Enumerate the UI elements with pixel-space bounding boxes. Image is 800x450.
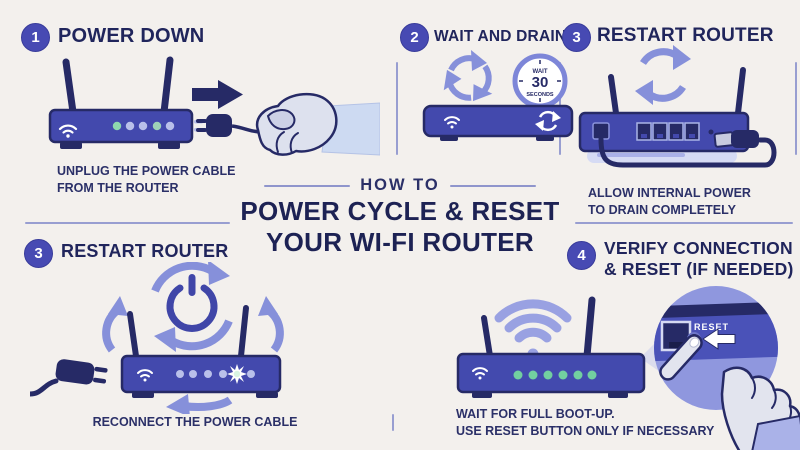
ethernet-ports <box>636 122 700 141</box>
arrow-right-icon <box>192 80 243 109</box>
step-3-top-caption: ALLOW INTERNAL POWER TO DRAIN COMPLETELY <box>588 186 751 217</box>
status-leds <box>112 121 175 131</box>
status-leds <box>513 370 597 380</box>
wifi-signal-icon <box>494 299 572 360</box>
hand-pulling-plug <box>255 92 380 156</box>
status-leds <box>176 364 255 384</box>
step-3-top-badge: 3 <box>562 23 591 52</box>
step-2-badge: 2 <box>400 23 429 52</box>
step-3-bottom-illustration <box>30 262 284 414</box>
wifi-icon <box>472 367 488 380</box>
step-3-bottom-title: RESTART ROUTER <box>61 241 229 261</box>
router-front-icon <box>120 305 282 398</box>
step-3-top-illustration <box>578 45 777 168</box>
power-plug-icon <box>196 114 263 137</box>
curved-arrow-bottom-icon <box>166 394 233 414</box>
hand-pressing-reset <box>659 334 800 450</box>
poster-title-block: HOW TO POWER CYCLE & RESET YOUR WI-FI RO… <box>240 176 560 256</box>
divider-bottom-captions-vertical <box>392 414 394 431</box>
power-cable-and-plug <box>598 130 777 168</box>
step-2-illustration: WAIT 30 SECONDS <box>422 50 574 141</box>
svg-text:WAIT: WAIT <box>533 69 548 75</box>
divider-left-horizontal <box>25 222 230 224</box>
svg-text:SECONDS: SECONDS <box>526 92 554 98</box>
step-1-badge: 1 <box>21 23 50 52</box>
kicker-line-left <box>264 184 351 187</box>
power-plug-icon <box>30 359 108 397</box>
step-4-title: VERIFY CONNECTION & RESET (IF NEEDED) <box>604 238 794 279</box>
glowing-led <box>227 364 247 384</box>
divider-top-left-vertical <box>396 62 398 155</box>
step-2-title: WAIT AND DRAIN <box>434 28 567 45</box>
divider-right-horizontal <box>575 222 793 224</box>
wait-30-seconds-timer-icon: WAIT 30 SECONDS <box>512 53 568 109</box>
sleeve-cuff <box>751 414 800 450</box>
poster-title-line2: YOUR WI-FI ROUTER <box>266 226 534 257</box>
step-3-top-title: RESTART ROUTER <box>597 25 774 46</box>
power-restart-emblem-icon <box>151 262 233 352</box>
step-4-caption: WAIT FOR FULL BOOT-UP. USE RESET BUTTON … <box>456 407 715 438</box>
recycle-arrows-icon <box>443 50 493 102</box>
poster-kicker: HOW TO <box>360 176 440 194</box>
refresh-icon <box>535 110 561 132</box>
step-4-illustration: RESET <box>456 286 800 450</box>
step-1-title: POWER DOWN <box>58 25 205 47</box>
arrow-left-icon <box>702 328 736 350</box>
step-4-badge: 4 <box>567 241 596 270</box>
wifi-icon <box>444 116 460 129</box>
wifi-icon <box>137 369 153 382</box>
step-3-bottom-badge: 3 <box>24 239 53 268</box>
svg-text:30: 30 <box>532 74 549 91</box>
wifi-icon <box>58 124 78 138</box>
step-3-bottom-caption: RECONNECT THE POWER CABLE <box>92 415 298 429</box>
curved-arrow-left-icon <box>102 296 128 353</box>
curved-arrow-right-icon <box>258 296 284 353</box>
router-front-icon <box>456 296 646 398</box>
modem-icon <box>422 104 574 141</box>
router-back-icon <box>578 67 777 168</box>
restart-arrows-icon <box>635 45 691 105</box>
router-front-icon <box>48 56 203 149</box>
divider-right-edge-vertical <box>795 62 797 155</box>
step-1-illustration <box>48 56 380 156</box>
step-1-caption: UNPLUG THE POWER CABLE FROM THE ROUTER <box>57 164 236 195</box>
poster-title-line1: POWER CYCLE & RESET <box>240 196 560 226</box>
kicker-line-right <box>449 184 536 187</box>
reset-label: RESET <box>694 322 729 332</box>
